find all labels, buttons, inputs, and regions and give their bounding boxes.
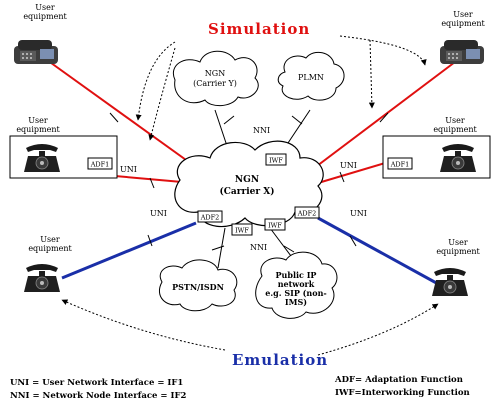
ip-phone-icon (14, 40, 58, 64)
simulation-arrow-left-2 (148, 47, 176, 141)
cloud-public-ip-network (255, 251, 338, 319)
cloud-plmn (277, 51, 345, 101)
adf1-box-right-label: ADF1 (390, 161, 410, 169)
uni-tick-left (149, 177, 155, 189)
uni-label-left: UNI (120, 165, 137, 174)
ip-phone-icon (440, 40, 484, 64)
public-ip-label-line2: network (278, 279, 315, 289)
iwf-box-left-label: IWF (235, 227, 249, 235)
emu-line-right (317, 216, 441, 287)
legend-nni: NNI = Network Node Interface = IF2 (10, 391, 186, 401)
adf2-box-right (294, 206, 320, 219)
iwf-box-right (264, 218, 286, 231)
public-ip-label-line4: IMS) (285, 297, 307, 307)
nni-tick-2 (291, 115, 303, 125)
iwf-box-top (265, 153, 287, 166)
sim-line-mid-right (317, 162, 386, 184)
nni-tick-1 (223, 115, 235, 125)
old-phone-icon (23, 263, 61, 293)
public-ip-label-line1: Public IP (276, 270, 317, 280)
public-ip-label-line3: e.g. SIP (non- (265, 288, 326, 298)
ngn-x-label-line1: NGN (235, 175, 259, 185)
sim-line-mid-left (114, 175, 183, 183)
sim-line-top-right (304, 61, 456, 176)
ngn-y-label-line2: (Carrier Y) (193, 79, 237, 88)
legend-iwf: IWF=Interworking Function (335, 388, 470, 398)
uni-tick-right (339, 171, 345, 183)
simulation-arrow-left (135, 41, 176, 121)
emu-line-left (61, 221, 197, 280)
nni-label-bottom: NNI (250, 243, 267, 252)
emulation-title: Emulation (232, 351, 328, 369)
adf1-box-left-label: ADF1 (90, 161, 110, 169)
uni-label-bottom-right: UNI (350, 209, 367, 218)
legend-adf: ADF= Adaptation Function (334, 375, 463, 385)
emulation-arrow-left (61, 299, 226, 351)
uni-tick-top-right (379, 112, 389, 123)
old-phone-icon (431, 267, 469, 297)
plmn-label: PLMN (298, 73, 324, 82)
uni-tick-bottom-right (349, 235, 357, 247)
iwf-box-left (231, 223, 253, 236)
uni-tick-bottom-left (147, 234, 153, 247)
simulation-arrow-right-2 (368, 39, 375, 109)
adf2-box-right-label: ADF2 (297, 210, 317, 218)
nni-tick-3 (211, 245, 225, 251)
cloud-pstn-isdn (158, 259, 238, 312)
adf1-box-right (387, 157, 413, 170)
old-phone-icon (23, 143, 61, 173)
adf2-box-left (197, 210, 223, 223)
iwf-box-top-label: IWF (269, 157, 283, 165)
simulation-arrow-right (339, 35, 427, 66)
adf1-box-left (87, 157, 113, 170)
iwf-box-right-label: IWF (268, 222, 282, 230)
ngn-x-label-line2: (Carrier X) (220, 186, 275, 197)
old-phone-icon (439, 143, 477, 173)
nni-label-top: NNI (253, 126, 270, 135)
nni-tick-4 (283, 245, 295, 253)
uni-label-bottom-left: UNI (150, 209, 167, 218)
emulation-arrow-right (317, 303, 439, 356)
nni-line-pstn (217, 227, 226, 269)
legend-uni: UNI = User Network Interface = IF1 (10, 378, 183, 388)
pstn-isdn-label: PSTN/ISDN (172, 282, 224, 292)
uni-label-right: UNI (340, 161, 357, 170)
adf2-box-left-label: ADF2 (200, 214, 220, 222)
ngn-y-label-line1: NGN (205, 69, 225, 78)
simulation-title: Simulation (208, 20, 310, 38)
sim-line-top-left (39, 54, 201, 171)
cloud-ngn-carrier-y (172, 50, 259, 107)
uni-tick-top-left (109, 112, 119, 123)
